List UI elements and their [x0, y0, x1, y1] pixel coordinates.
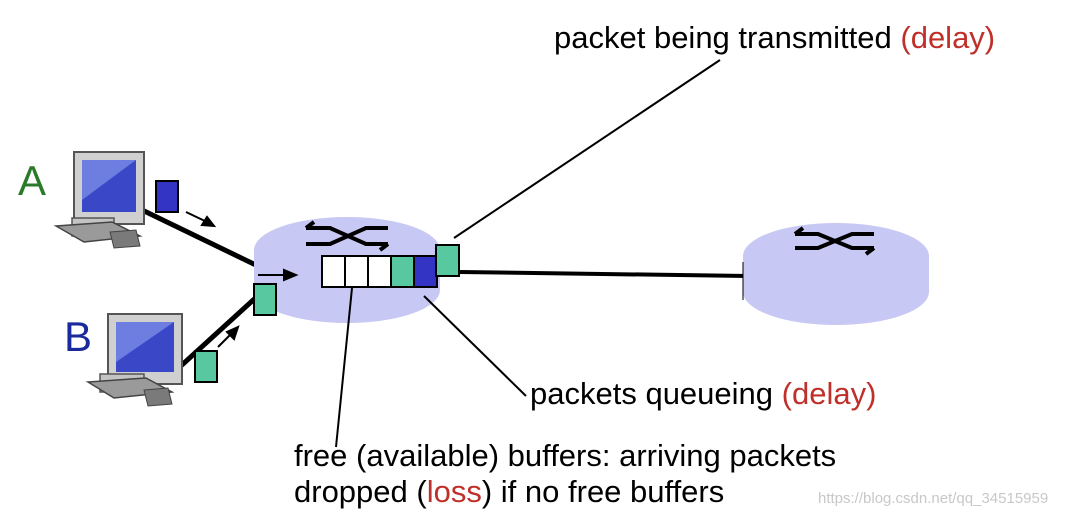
- label-line-1: free (available) buffers: arriving packe…: [294, 438, 837, 473]
- packet-arriving-b: [253, 283, 277, 316]
- router-switch-arrows-icon: [793, 226, 876, 256]
- router-switch-arrows-icon: [304, 220, 390, 252]
- label-free-buffers: free (available) buffers: arriving packe…: [294, 438, 836, 509]
- arrow-icon: [258, 268, 299, 282]
- link-host-b-to-router: [170, 290, 264, 376]
- host-a-label: A: [18, 157, 47, 204]
- desktop-computer-icon: [85, 313, 183, 407]
- arrow-icon: [217, 325, 240, 348]
- free-buffer: [321, 255, 346, 288]
- link-host-a-to-router: [136, 205, 264, 271]
- callout-transmitted: [453, 59, 721, 239]
- packet-queue: [321, 255, 438, 288]
- link-router-to-router: [459, 270, 749, 278]
- host-b-label: B: [64, 313, 93, 360]
- desktop-computer-icon: [53, 151, 145, 249]
- callout-free-buffers: [335, 287, 353, 448]
- router-icon: [742, 223, 929, 325]
- label-delay: (delay): [781, 376, 877, 411]
- watermark: https://blog.csdn.net/qq_34515959: [818, 490, 1049, 507]
- queued-packet: [390, 255, 415, 288]
- callout-queueing: [423, 295, 527, 397]
- packet-from-a: [155, 180, 179, 213]
- arrow-icon: [185, 211, 217, 228]
- transmitting-packet: [435, 244, 460, 277]
- packet-from-b: [194, 350, 218, 383]
- label-text: packets queueing: [530, 376, 774, 411]
- label-loss: loss: [426, 473, 482, 509]
- free-buffer: [344, 255, 369, 288]
- label-text: ) if no free buffers: [481, 473, 725, 509]
- label-packets-queueing: packets queueing (delay): [530, 376, 876, 412]
- label-text: dropped (: [294, 473, 427, 509]
- queued-packet: [413, 255, 438, 288]
- label-line-2: dropped (loss) if no free buffers: [294, 474, 836, 510]
- label-delay: (delay): [900, 20, 996, 55]
- label-text: packet being transmitted: [554, 20, 892, 55]
- free-buffer: [367, 255, 392, 288]
- label-packet-transmitted: packet being transmitted (delay): [554, 20, 995, 56]
